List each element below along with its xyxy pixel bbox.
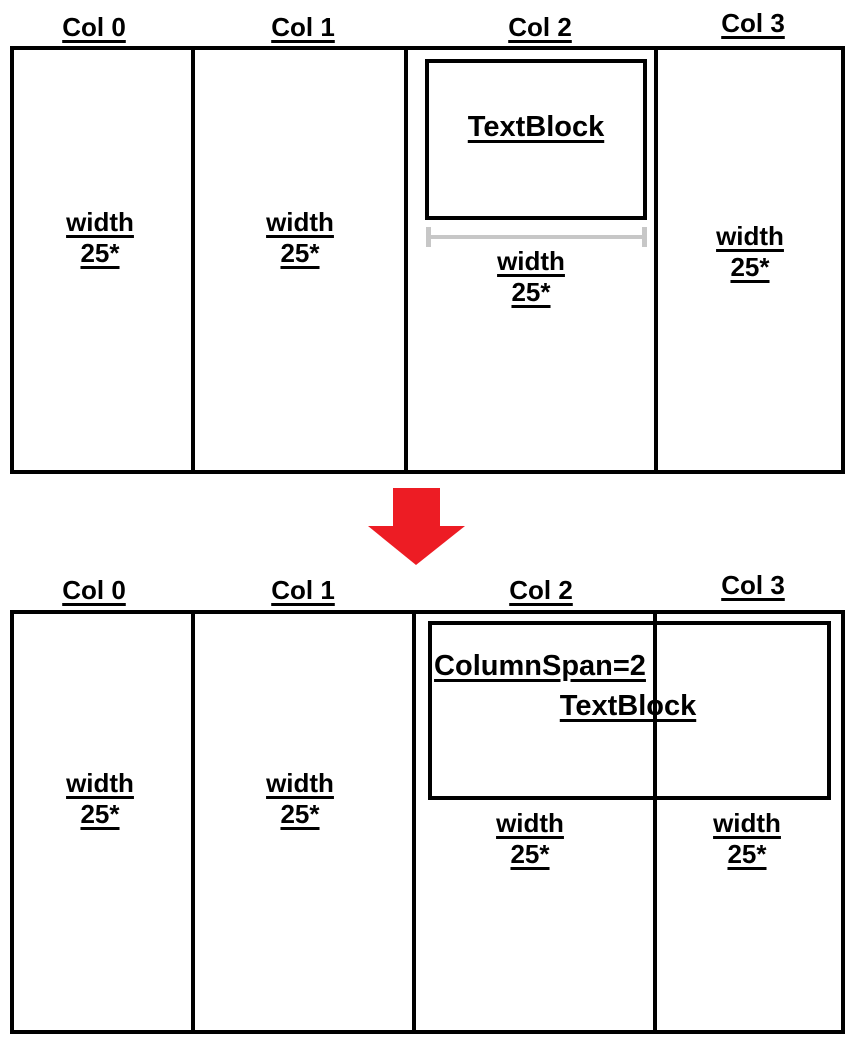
width-value-text: 25* — [727, 839, 767, 869]
width-value-text: 25* — [80, 799, 120, 829]
textblock-box: TextBlock — [425, 59, 647, 220]
top-grid-divider-col1-col2 — [404, 50, 408, 470]
columnspan-label: ColumnSpan=2 — [434, 650, 646, 682]
down-arrow-icon — [393, 488, 440, 527]
top-grid-divider-col2-col3 — [654, 50, 658, 470]
top-grid: TextBlock width 25* width 25* width 25* … — [10, 46, 845, 474]
top-grid-divider-col0-col1 — [191, 50, 195, 470]
width-value-text: 25* — [280, 799, 320, 829]
transform-arrow — [368, 488, 465, 565]
bottom-grid-col3-width: width 25* — [713, 808, 781, 870]
bottom-grid-col1-header: Col 1 — [271, 575, 335, 605]
width-label-text: width — [497, 246, 565, 276]
top-grid-col3-width: width 25* — [716, 221, 784, 283]
bottom-grid: ColumnSpan=2 TextBlock width 25* width 2… — [10, 610, 845, 1034]
bottom-grid-col1-width: width 25* — [266, 768, 334, 830]
width-label-text: width — [716, 221, 784, 251]
width-label-text: width — [266, 768, 334, 798]
bottom-grid-col2-width: width 25* — [496, 808, 564, 870]
bottom-grid-divider-col2-col3 — [653, 614, 657, 1030]
bottom-grid-divider-col1-col2 — [412, 614, 416, 1030]
top-grid-col1-width: width 25* — [266, 207, 334, 269]
bottom-grid-col3-header: Col 3 — [721, 570, 785, 600]
top-grid-col2-width: width 25* — [497, 246, 565, 308]
width-label-text: width — [266, 207, 334, 237]
measure-right-cap-icon — [642, 227, 647, 247]
down-arrow-head-icon — [368, 526, 465, 565]
bottom-grid-col2-header: Col 2 — [509, 575, 573, 605]
width-label-text: width — [496, 808, 564, 838]
measure-bar-icon — [426, 235, 647, 239]
top-grid-col0-header: Col 0 — [62, 12, 126, 42]
width-label-text: width — [66, 768, 134, 798]
width-value-text: 25* — [730, 252, 770, 282]
bottom-grid-col0-header: Col 0 — [62, 575, 126, 605]
top-grid-col3-header: Col 3 — [721, 8, 785, 38]
columnspan-textblock-box — [428, 621, 831, 800]
top-grid-col2-header: Col 2 — [508, 12, 572, 42]
width-value-text: 25* — [510, 839, 550, 869]
bottom-grid-col0-width: width 25* — [66, 768, 134, 830]
width-value-text: 25* — [80, 238, 120, 268]
width-value-text: 25* — [511, 277, 551, 307]
width-label-text: width — [66, 207, 134, 237]
top-grid-col0-width: width 25* — [66, 207, 134, 269]
width-label-text: width — [713, 808, 781, 838]
textblock-label: TextBlock — [559, 690, 697, 722]
top-grid-col1-header: Col 1 — [271, 12, 335, 42]
bottom-grid-divider-col0-col1 — [191, 614, 195, 1030]
width-value-text: 25* — [280, 238, 320, 268]
textblock-label: TextBlock — [467, 111, 605, 143]
